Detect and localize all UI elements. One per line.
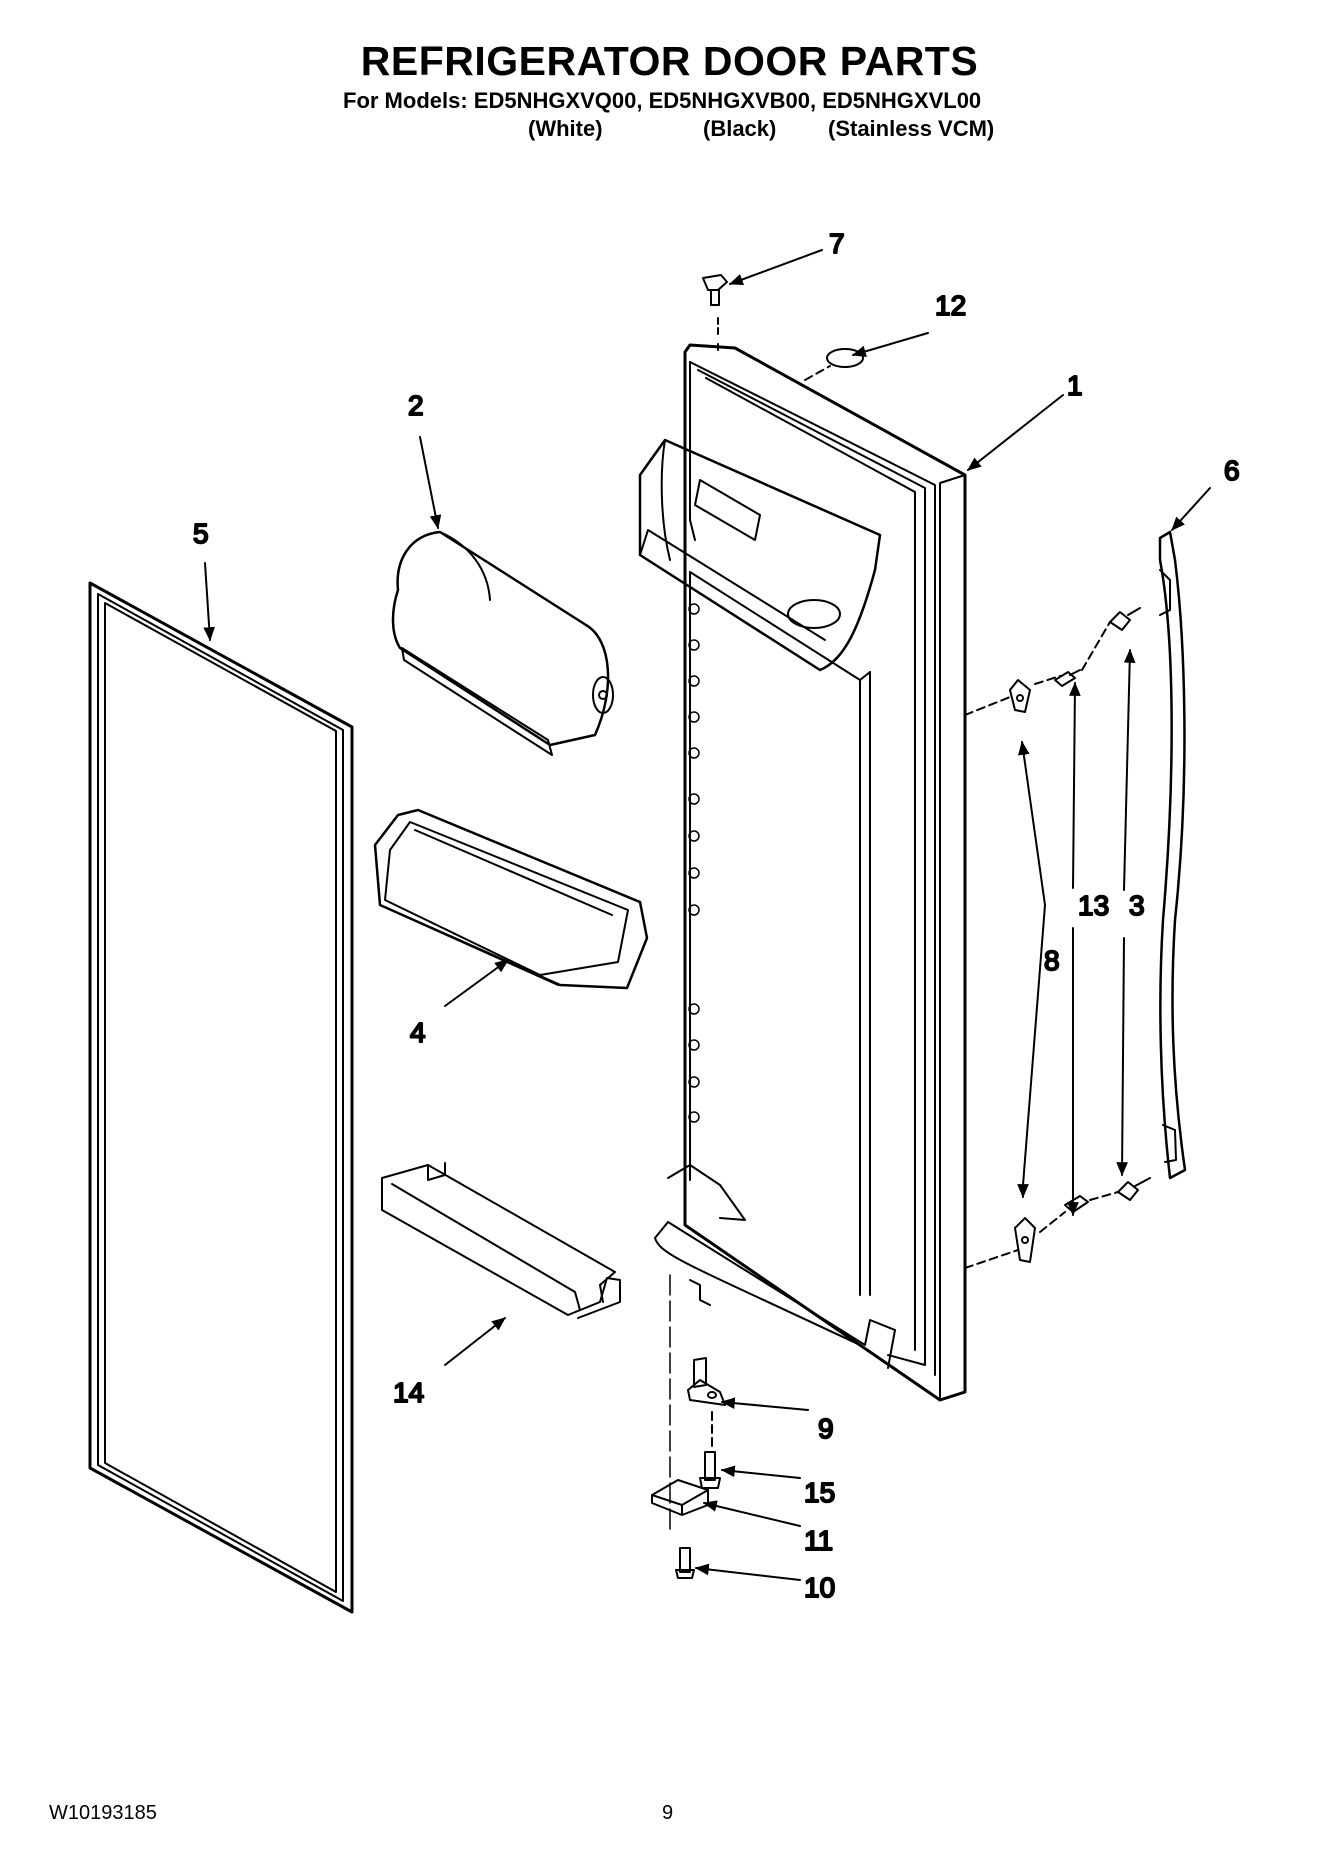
variant-stainless: (Stainless VCM) <box>828 116 995 141</box>
ring-dashline <box>804 365 831 381</box>
callout-2: 2 <box>408 390 424 421</box>
shelf-studs <box>688 603 700 1123</box>
hinge-part <box>687 1357 726 1406</box>
callout-6: 6 <box>1224 455 1240 486</box>
page-number: 9 <box>662 1802 674 1824</box>
callout-12: 12 <box>935 290 966 321</box>
callout-15: 15 <box>804 1477 835 1508</box>
callout-1: 1 <box>1067 370 1083 401</box>
door-liner-part <box>638 343 967 1402</box>
leader-arrows <box>203 249 1211 1581</box>
callout-13: 13 <box>1078 890 1109 921</box>
top-plug-part <box>702 274 728 306</box>
variant-black: (Black) <box>703 116 777 141</box>
ring-part <box>826 348 864 368</box>
document-number: W10193185 <box>49 1802 157 1824</box>
callout-10: 10 <box>804 1572 835 1603</box>
callout-11: 11 <box>804 1525 833 1556</box>
door-bin-part <box>373 808 649 990</box>
top-hardware <box>1009 607 1141 713</box>
callout-5: 5 <box>193 518 209 549</box>
door-rail-part <box>381 1162 621 1319</box>
door-handle-part <box>1158 530 1187 1180</box>
callout-3: 3 <box>1129 890 1145 921</box>
callout-14: 14 <box>393 1377 424 1408</box>
callout-4: 4 <box>410 1017 426 1048</box>
hinge-screw-part <box>699 1451 721 1489</box>
bracket-screw-part <box>675 1547 695 1579</box>
dairy-bin-part <box>391 530 614 756</box>
page-title: REFRIGERATOR DOOR PARTS <box>360 38 979 84</box>
callout-7: 7 <box>829 228 845 259</box>
bottom-hardware <box>1014 1177 1151 1263</box>
hinge-bracket-part <box>651 1479 709 1516</box>
callout-9: 9 <box>818 1413 834 1444</box>
variant-white: (White) <box>528 116 603 141</box>
callout-8: 8 <box>1044 945 1060 976</box>
models-line: For Models: ED5NHGXVQ00, ED5NHGXVB00, ED… <box>343 88 982 113</box>
door-gasket-part <box>88 581 354 1614</box>
